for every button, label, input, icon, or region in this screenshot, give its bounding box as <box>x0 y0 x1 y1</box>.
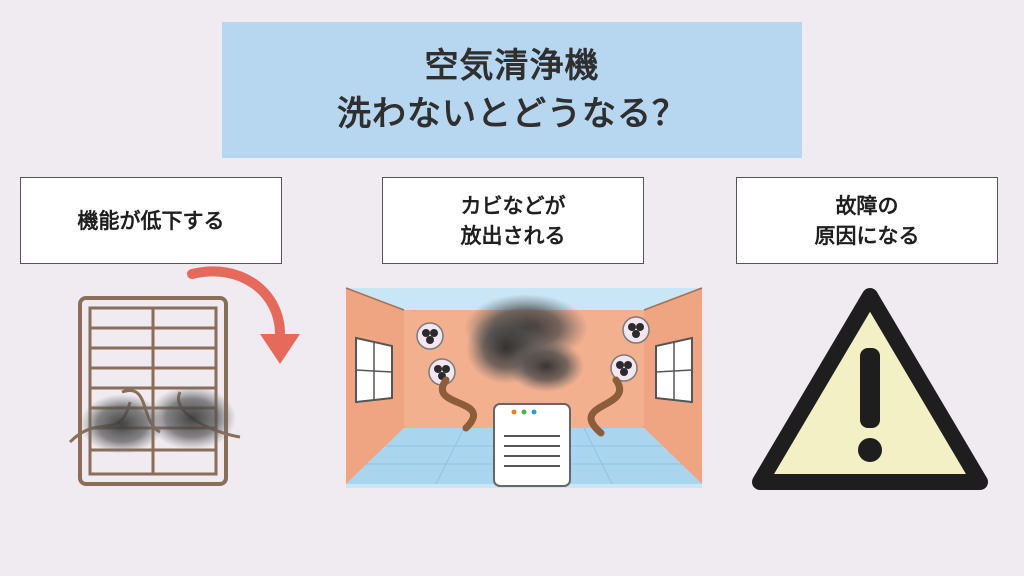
moldy-room-illustration <box>345 287 703 488</box>
label-line: カビなどが <box>460 193 566 218</box>
label-box-mold-release: カビなどが 放出される <box>382 177 644 264</box>
label-line: 原因になる <box>814 223 920 248</box>
curved-arrow-icon <box>187 266 300 364</box>
filter-icon <box>68 296 241 486</box>
title-line-2: 洗わないとどうなる？ <box>337 94 687 134</box>
label-line: 放出される <box>460 223 566 248</box>
label-line: 機能が低下する <box>77 208 225 233</box>
warning-icon <box>752 288 988 490</box>
label-box-malfunction: 故障の 原因になる <box>736 177 998 264</box>
label-box-performance-drop: 機能が低下する <box>20 177 282 264</box>
title-line-1: 空気清浄機 <box>424 46 600 86</box>
label-line: 故障の <box>835 193 899 218</box>
title-banner: 空気清浄機 洗わないとどうなる？ <box>222 22 802 158</box>
